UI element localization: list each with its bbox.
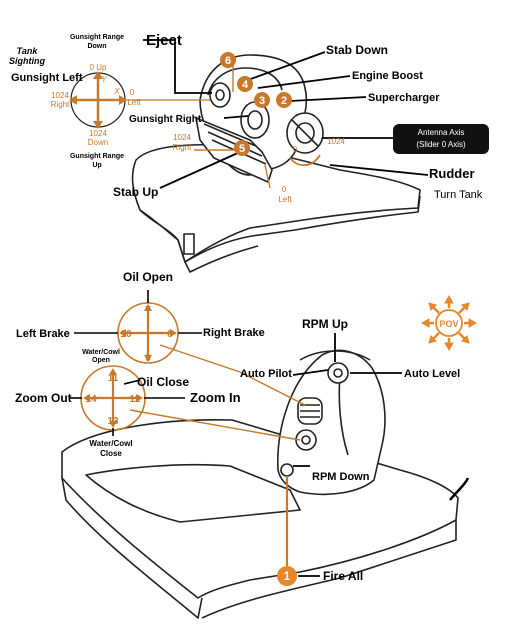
svg-text:Down: Down [88, 138, 108, 147]
badge-4: 4 [237, 76, 253, 92]
svg-text:4: 4 [242, 79, 249, 91]
svg-text:1024: 1024 [51, 91, 69, 100]
label-gunsight-left: Gunsight Left [11, 72, 83, 84]
label-zoom-in: Zoom In [190, 390, 241, 405]
label-rpm-up: RPM Up [302, 317, 348, 331]
label-rudder: Rudder [429, 166, 475, 181]
label-eject: Eject [146, 32, 182, 49]
labels-bottom: Oil Open Left Brake Right Brake Water/Co… [15, 270, 460, 583]
svg-text:6: 6 [225, 55, 231, 67]
label-left-brake: Left Brake [16, 328, 70, 340]
svg-text:Right: Right [173, 143, 192, 152]
svg-text:2: 2 [281, 95, 287, 107]
label-auto-pilot: Auto Pilot [240, 368, 292, 380]
label-supercharger: Supercharger [368, 92, 440, 104]
label-engine-boost: Engine Boost [352, 70, 423, 82]
svg-text:10: 10 [120, 329, 132, 340]
hat-numbers: 7 10 8 9 11 14 12 13 [85, 305, 173, 427]
svg-text:Antenna Axis: Antenna Axis [418, 128, 465, 137]
svg-text:3: 3 [259, 95, 265, 107]
label-tank-sighting-1: Tank [17, 46, 39, 56]
svg-text:9: 9 [145, 353, 151, 364]
label-water-cowl-open-2: Open [92, 357, 110, 364]
axis-values-top: 0 Up 1024 Right 1024 Down 0 Left X Y 102… [51, 63, 346, 204]
svg-text:1024: 1024 [327, 137, 345, 146]
svg-text:13: 13 [107, 416, 119, 427]
leader-lines-bottom [292, 333, 402, 467]
label-oil-close: Oil Close [137, 375, 189, 389]
label-rpm-down: RPM Down [312, 471, 370, 483]
badge-5: 5 [234, 140, 250, 156]
label-pov: POV [439, 319, 458, 329]
label-zoom-out: Zoom Out [15, 391, 72, 405]
svg-text:8: 8 [167, 329, 173, 340]
badge-1: 1 [277, 566, 297, 586]
joystick-device [61, 349, 470, 619]
svg-text:0: 0 [282, 185, 287, 194]
label-water-cowl-close-2: Close [100, 449, 122, 458]
svg-text:Left: Left [278, 195, 292, 204]
label-range-down-1: Gunsight Range [70, 34, 124, 41]
label-gunsight-right: Gunsight Right [129, 114, 202, 125]
label-water-cowl-open-1: Water/Cowl [82, 349, 120, 356]
svg-text:Left: Left [127, 98, 141, 107]
hat1-cross [74, 290, 306, 406]
pov-icon [420, 294, 478, 352]
antenna-axis-box: Antenna Axis (Slider 0 Axis) [393, 124, 489, 154]
label-turn-tank: Turn Tank [434, 189, 483, 201]
badge-2: 2 [276, 92, 292, 108]
label-oil-open: Oil Open [123, 270, 173, 284]
svg-text:Y: Y [101, 75, 107, 84]
svg-text:1024: 1024 [89, 129, 107, 138]
svg-text:Right: Right [51, 100, 70, 109]
gunsight-axis-cross [69, 71, 210, 129]
svg-text:1024: 1024 [173, 133, 191, 142]
svg-text:0: 0 [293, 145, 298, 154]
label-stab-up: Stab Up [113, 185, 158, 199]
leader-lines-top [143, 39, 429, 189]
label-range-up-2: Up [92, 162, 101, 169]
svg-text:12: 12 [129, 394, 141, 405]
label-tank-sighting-2: Sighting [9, 56, 45, 66]
label-water-cowl-close-1: Water/Cowl [89, 439, 132, 448]
svg-text:5: 5 [239, 143, 245, 155]
label-auto-level: Auto Level [404, 368, 460, 380]
badge-3: 3 [254, 92, 270, 108]
svg-text:0 Up: 0 Up [90, 63, 107, 72]
label-range-down-2: Down [87, 43, 106, 50]
fire-leader [285, 476, 320, 577]
svg-text:(Slider 0 Axis): (Slider 0 Axis) [416, 140, 466, 149]
svg-text:7: 7 [145, 305, 151, 316]
label-range-up-1: Gunsight Range [70, 153, 124, 160]
hat2-cross [70, 365, 301, 441]
svg-text:X: X [113, 87, 120, 96]
svg-text:0: 0 [130, 88, 135, 97]
label-fire-all: Fire All [323, 569, 363, 583]
label-stab-down: Stab Down [326, 43, 388, 57]
svg-text:11: 11 [108, 373, 119, 384]
svg-text:14: 14 [85, 394, 97, 405]
label-right-brake: Right Brake [203, 327, 265, 339]
badge-6: 6 [220, 52, 236, 68]
svg-text:1: 1 [284, 569, 291, 583]
labels-top: Eject Stab Down Engine Boost Supercharge… [9, 32, 483, 201]
